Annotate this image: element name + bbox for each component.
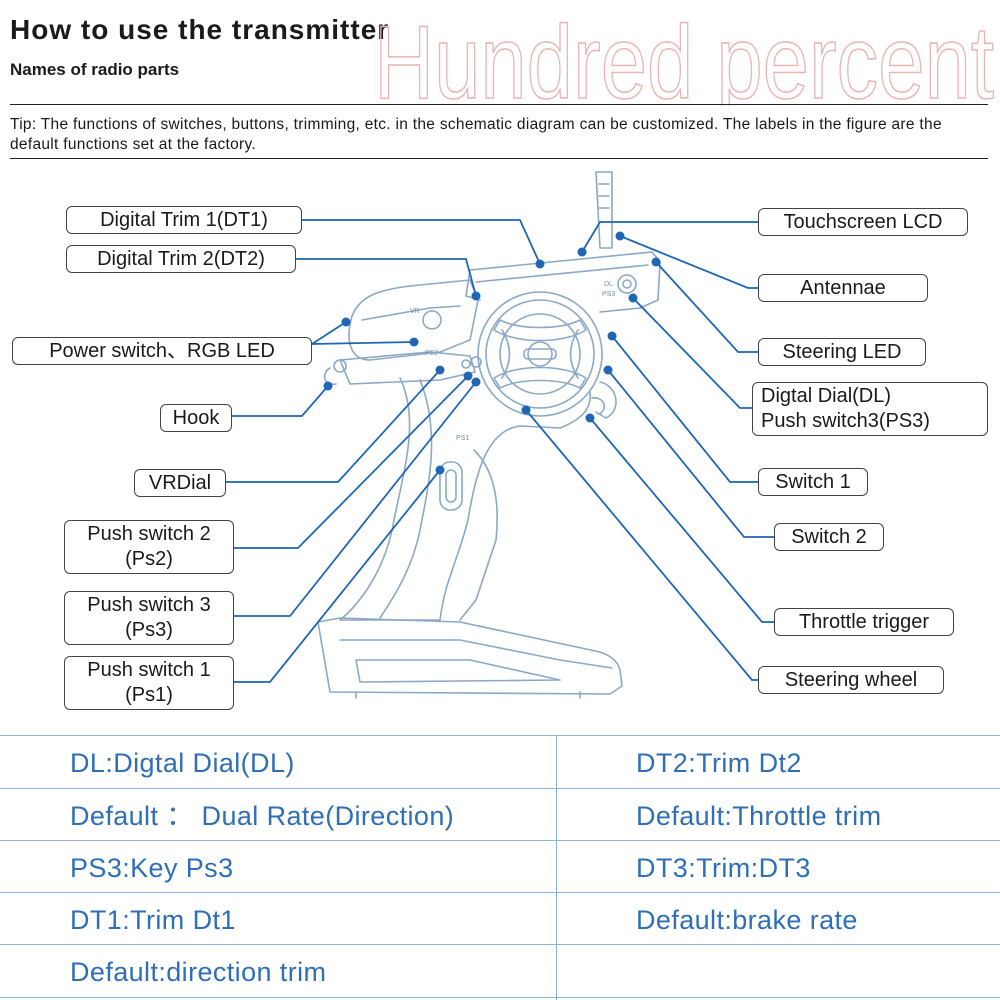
table-cell-left-4: DT1:Trim Dt1 xyxy=(70,905,236,935)
ps3-mark: PS3 xyxy=(602,291,615,298)
label-digital-trim-2: Digital Trim 2(DT2) xyxy=(66,245,296,273)
label-steering-wheel: Steering wheel xyxy=(758,666,944,694)
upper-grip xyxy=(348,279,479,361)
label-switch-1: Switch 1 xyxy=(758,468,868,496)
page-title: How to use the transmitter xyxy=(10,14,390,45)
label-push-switch-2: Push switch 2 (Ps2) xyxy=(64,520,234,574)
transmitter-illustration: VR PS2 PS1 DL PS3 xyxy=(226,171,774,699)
dl-mark: DL xyxy=(604,281,613,288)
tip-text: Tip: The functions of switches, buttons,… xyxy=(10,116,942,153)
dl-knob xyxy=(617,274,637,294)
ps1-mark: PS1 xyxy=(456,435,469,442)
ps1-button xyxy=(439,461,463,511)
label-power-switch: Power switch、RGB LED xyxy=(12,337,312,365)
header-divider xyxy=(10,104,988,105)
label-push-switch-2-line1: Push switch 2 xyxy=(87,523,211,545)
vr-mark: VR xyxy=(410,308,420,315)
watermark-text: Hundred percent xyxy=(374,5,994,106)
label-throttle-trigger: Throttle trigger xyxy=(774,608,954,636)
page-subtitle: Names of radio parts xyxy=(10,60,180,79)
label-hook: Hook xyxy=(160,404,232,432)
table-border-top xyxy=(0,735,1000,736)
label-push-switch-1: Push switch 1 (Ps1) xyxy=(64,656,234,710)
table-cell-left-1: DL:Digtal Dial(DL) xyxy=(70,748,295,778)
tip-divider xyxy=(10,158,988,159)
table-cell-right-1: DT2:Trim Dt2 xyxy=(636,748,802,778)
table-column-divider xyxy=(556,735,557,1000)
label-push-switch-3: Push switch 3 (Ps3) xyxy=(64,591,234,645)
power-knob xyxy=(422,310,442,330)
ps2-mark: PS2 xyxy=(425,350,438,357)
table-row-divider xyxy=(0,788,1000,789)
lcd-housing xyxy=(469,251,661,313)
table-cell-left-5: Default:direction trim xyxy=(70,957,327,987)
transmitter-diagram: VR PS2 PS1 DL PS3 xyxy=(0,160,1000,720)
label-push-switch-1-line2: (Ps1) xyxy=(125,684,173,706)
label-antennae: Antennae xyxy=(758,274,928,302)
label-steering-led: Steering LED xyxy=(758,338,926,366)
base-shape xyxy=(317,617,623,695)
leader-dots xyxy=(323,231,661,475)
watermark-logo: Hundred percent xyxy=(373,4,995,106)
leader-lines xyxy=(226,219,774,683)
throttle-trigger-shape xyxy=(595,381,617,419)
table-cell-right-2: Default:Throttle trim xyxy=(636,801,882,831)
table-cell-left-2: Default ： Dual Rate(Direction) xyxy=(70,801,455,831)
label-push-switch-3-line2: (Ps3) xyxy=(125,619,173,641)
main-grip xyxy=(339,377,591,621)
label-vrdial: VRDial xyxy=(134,469,226,497)
label-push-switch-3-line1: Push switch 3 xyxy=(87,594,211,616)
label-digital-dial-line1: Digtal Dial(DL) xyxy=(761,385,892,407)
table-cell-right-4: Default:brake rate xyxy=(636,905,858,935)
table-row-divider xyxy=(0,944,1000,945)
label-switch-2: Switch 2 xyxy=(774,523,884,551)
label-digital-trim-1: Digital Trim 1(DT1) xyxy=(66,206,302,234)
label-digital-dial: Digtal Dial(DL) Push switch3(PS3) xyxy=(752,382,988,436)
table-cell-left-3: PS3:Key Ps3 xyxy=(70,853,234,883)
label-touchscreen-lcd: Touchscreen LCD xyxy=(758,208,968,236)
label-digital-dial-line2: Push switch3(PS3) xyxy=(761,410,930,432)
label-push-switch-2-line2: (Ps2) xyxy=(125,548,173,570)
steering-wheel-shape xyxy=(477,291,603,417)
table-row-divider xyxy=(0,840,1000,841)
function-table: DL:Digtal Dial(DL) Default ： Dual Rate(D… xyxy=(0,735,1000,1000)
table-row-divider xyxy=(0,892,1000,893)
table-border-bottom xyxy=(0,997,1000,998)
label-push-switch-1-line1: Push switch 1 xyxy=(87,659,211,681)
hook-shape xyxy=(323,367,337,385)
table-cell-right-3: DT3:Trim:DT3 xyxy=(636,853,811,883)
